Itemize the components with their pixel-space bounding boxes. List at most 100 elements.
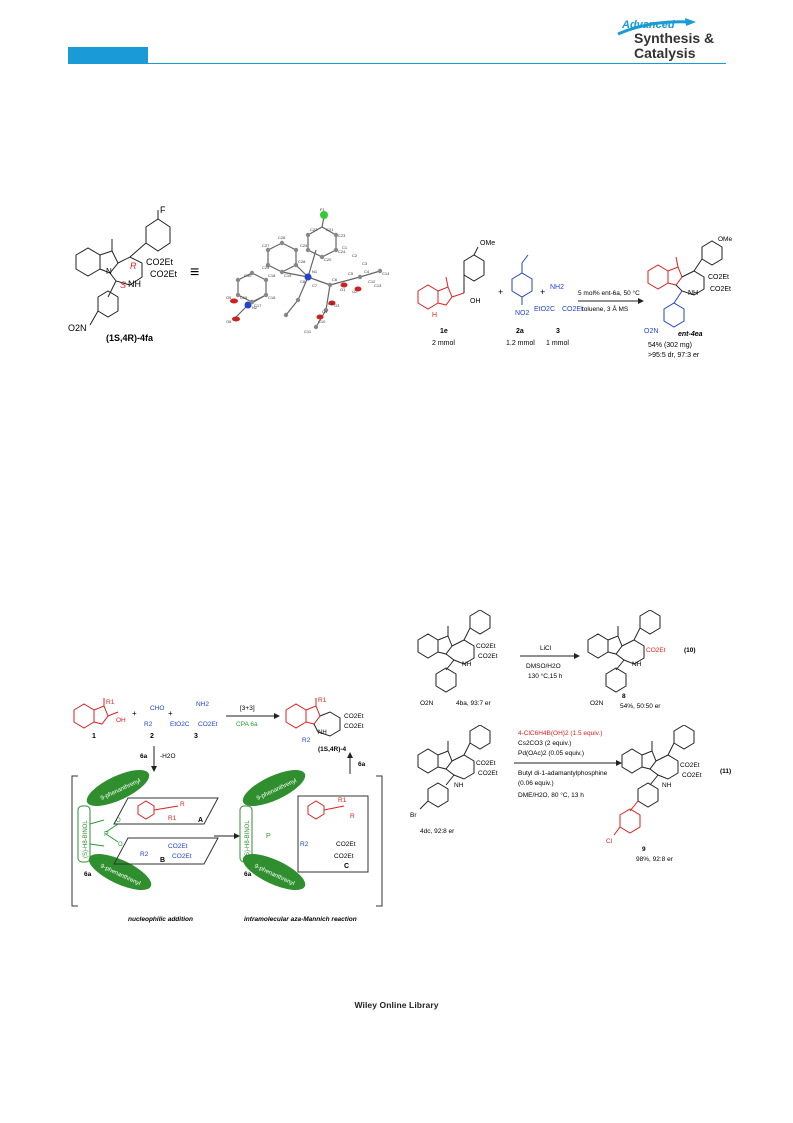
s10-co2et-a: CO2Et <box>476 643 496 650</box>
plus-1: + <box>498 287 503 297</box>
s11-prod-nh: NH <box>662 782 672 789</box>
caption-left: nucleophilic addition <box>128 916 193 923</box>
s11-reagent1: 4-ClC6H4B(OH)2 (1.5 equiv.) <box>518 730 602 737</box>
mech-plus-1: + <box>132 709 137 718</box>
mech-cmpd1: 1 <box>92 733 96 740</box>
conditions-2: toluene, 3 Å MS <box>582 304 629 313</box>
binol-box-right <box>239 805 253 863</box>
s11-co2et-b: CO2Et <box>478 770 498 777</box>
int-c-r2: R2 <box>300 841 309 848</box>
product-co2et-2: CO2Et <box>710 286 731 293</box>
compound-4fa-structure: F N R S CO2Et CO2Et NH O2N (1S,4R)-4fa ≡ <box>68 205 390 343</box>
atom-n2: N2 <box>252 305 258 310</box>
atom-o1: O1 <box>340 287 346 292</box>
s10-reagent: LiCl <box>540 645 552 652</box>
atom-c7: C7 <box>312 283 318 288</box>
nh2-3: NH2 <box>550 284 564 291</box>
atom-c1: C1 <box>342 245 348 250</box>
conditions-1: 5 mol% ent-6a, 50 °C <box>578 289 640 297</box>
atom-c25: C25 <box>300 243 308 248</box>
atom-c15: C15 <box>240 295 248 300</box>
mechanism-scheme-svg: R1 OH 1 + CHO R2 2 + NH2 EtO2C CO2Et 3 [… <box>71 697 383 923</box>
s10-no2: O2N <box>420 700 434 707</box>
ome-1e: OMe <box>480 240 495 247</box>
s11-cl: Cl <box>606 838 613 845</box>
s10-nh: NH <box>462 661 472 668</box>
s10-cond1: DMSO/H2O <box>526 663 561 670</box>
atom-c18: C18 <box>268 273 276 278</box>
label-3: 3 <box>556 328 560 335</box>
no2: O2N <box>68 323 87 333</box>
mech-catalyst: CPA 6a <box>236 721 258 728</box>
atom-c22: C22 <box>310 227 318 232</box>
atom-c21: C21 <box>326 227 334 232</box>
prod-r1: R1 <box>318 697 327 704</box>
s10-eq-num: (10) <box>684 647 696 654</box>
mech-minus-water: -H2O <box>160 753 176 760</box>
atom-o5: O5 <box>226 295 232 300</box>
mech-up-label: 6a <box>358 761 366 768</box>
mech-oh: OH <box>116 717 126 724</box>
s11-reagent2: Cs2CO3 (2 equiv.) <box>518 740 571 747</box>
atom-c28: C28 <box>298 259 306 264</box>
phenanthrenyl-ellipse-tr <box>242 769 306 807</box>
eto2c-3: EtO2C <box>534 306 555 313</box>
plane-a <box>113 797 219 825</box>
atom-c19: C19 <box>284 273 292 278</box>
atom-c23: C23 <box>338 233 346 238</box>
s10-result: 54%, 50:50 er <box>620 703 661 710</box>
s11-prod-co2et-b: CO2Et <box>682 772 702 779</box>
mech-arrow-label: [3+3] <box>240 705 255 712</box>
scheme-10-svg: CO2Et CO2Et NH O2N 4ba, 93:7 er LiCl DMS… <box>417 609 696 710</box>
int-b: B <box>160 857 165 864</box>
journal-logo-swoosh-icon <box>617 18 696 36</box>
scheme-gram-scale-svg: OMe OH H 1e 2 mmol + NO2 2a 1.2 mmol + N… <box>417 236 732 359</box>
journal-logo: Advanced Synthesis & Catalysis <box>610 12 740 62</box>
prod-r2: R2 <box>302 737 311 744</box>
binol-left: (S)-H8-BINOL <box>83 820 89 858</box>
mech-plus-2: + <box>168 709 173 718</box>
binol-right: (S)-H8-BINOL <box>245 820 251 858</box>
mech-product: (1S,4R)-4 <box>318 746 347 753</box>
p-right: P <box>266 833 271 840</box>
product-label: ent-4ea <box>678 331 703 338</box>
mech-r1: R1 <box>106 699 115 706</box>
s11-product-num: 9 <box>642 846 646 853</box>
atom-o2: O2 <box>352 289 358 294</box>
int-b-co2et-1: CO2Et <box>168 843 188 850</box>
phenanthrenyl-ellipse-bl <box>88 853 152 891</box>
atom-c24: C24 <box>338 249 346 254</box>
atom-c26: C26 <box>278 235 286 240</box>
s10-prod-nh: NH <box>632 661 642 668</box>
atom-n1: N1 <box>312 269 318 274</box>
journal-name-line1: Advanced <box>622 19 675 31</box>
s11-reagent3: Pd(OAc)2 (0.05 equiv.) <box>518 750 584 757</box>
atom-c9: C9 <box>328 301 334 306</box>
compound-label: (1S,4R)-4fa <box>106 333 154 343</box>
atom-c17: C17 <box>254 303 262 308</box>
mech-co2et: CO2Et <box>198 721 218 728</box>
label-n: N <box>106 267 112 276</box>
co2et-b: CO2Et <box>150 269 178 279</box>
no2-2a: NO2 <box>515 310 530 317</box>
s11-eq-num: (11) <box>720 768 731 775</box>
co2et-a: CO2Et <box>146 257 174 267</box>
atom-o6: O6 <box>226 319 232 324</box>
int-c-r: R <box>350 813 355 820</box>
equivalence-symbol: ≡ <box>190 264 199 281</box>
phenanthrenyl-ellipse-tl <box>86 769 150 807</box>
s11-reagent4: Butyl di-1-adamantylphosphine <box>518 770 608 777</box>
substituent-f: F <box>160 205 166 215</box>
int-b-r2: R2 <box>140 851 149 858</box>
plus-2: + <box>540 287 545 297</box>
prod-co2et-1: CO2Et <box>344 713 364 720</box>
atom-c20: C20 <box>324 257 332 262</box>
nh: NH <box>128 279 141 289</box>
scheme-11-svg: CO2Et CO2Et NH Br 4dc, 92:8 er 4-ClC6H4B… <box>410 724 731 863</box>
stereo-s: S <box>120 280 126 290</box>
s10-reactant: 4ba, 93:7 er <box>456 700 492 707</box>
mech-nh2: NH2 <box>196 701 209 708</box>
label-1e: 1e <box>440 328 448 335</box>
int-c-r1: R1 <box>338 797 347 804</box>
s10-prod-co2et: CO2Et <box>646 647 666 654</box>
